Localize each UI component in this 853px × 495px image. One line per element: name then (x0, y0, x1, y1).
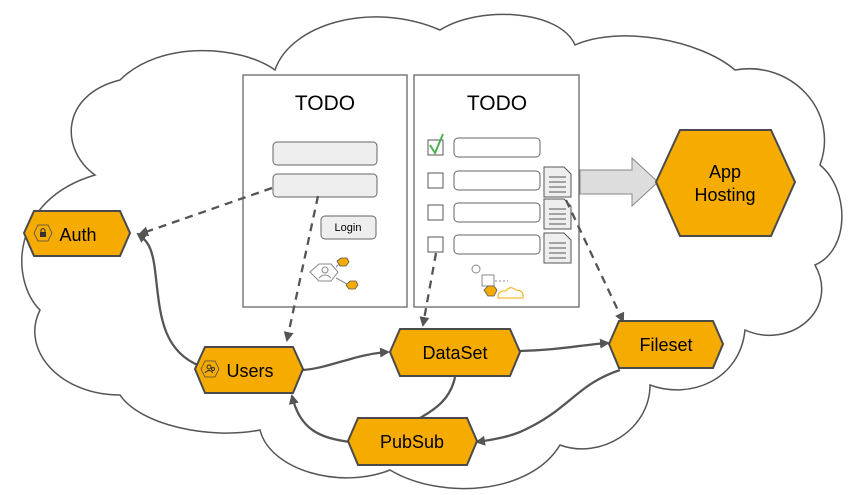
connectors (136, 186, 625, 446)
pubsub-label: PubSub (380, 432, 444, 452)
auth-label: Auth (59, 225, 96, 245)
connector-dataset-to-fileset (519, 338, 610, 353)
auth-node[interactable]: Auth (22, 210, 132, 257)
app-hosting-label-line1: App (709, 162, 741, 182)
data-cloud-small-icon (471, 264, 524, 299)
login-panel-title: TODO (295, 92, 355, 115)
connector-password-to-auth (138, 186, 273, 237)
dataset-label: DataSet (422, 343, 487, 363)
username-field[interactable] (272, 141, 378, 166)
list-item-2[interactable] (453, 170, 541, 191)
checkbox-4[interactable] (427, 236, 444, 253)
document-icon (543, 198, 572, 230)
login-panel: TODO Login (242, 74, 408, 308)
document-icon (543, 232, 572, 264)
app-hosting-label-line2: Hosting (694, 185, 755, 205)
document-icon (543, 166, 572, 198)
users-small-icon (309, 257, 359, 290)
users-icon (200, 360, 220, 378)
dataset-node[interactable]: DataSet (388, 328, 522, 377)
login-button[interactable] (320, 215, 377, 240)
app-hosting-node[interactable]: App Hosting (654, 129, 797, 237)
connector-login-to-users (283, 195, 320, 342)
connector-dataset-to-pubsub (419, 376, 457, 419)
list-item-3[interactable] (453, 202, 541, 223)
list-panel-title: TODO (467, 92, 527, 115)
fileset-node[interactable]: Fileset (607, 320, 725, 369)
check-icon (429, 133, 444, 156)
fileset-label: Fileset (639, 335, 692, 355)
connector-list-to-dataset (419, 252, 438, 327)
todo-list-panel: TODO (413, 74, 580, 308)
lock-icon (33, 224, 53, 242)
connector-pubsub-to-users (288, 394, 351, 444)
list-item-4[interactable] (453, 234, 541, 255)
pubsub-node[interactable]: PubSub (346, 417, 479, 466)
hosting-arrow (579, 156, 659, 208)
login-button-label: Login (335, 222, 362, 234)
connector-users-to-auth (136, 232, 201, 368)
connector-users-to-dataset (302, 347, 390, 372)
checkbox-3[interactable] (427, 204, 444, 221)
list-item-1[interactable] (453, 137, 541, 158)
password-field[interactable] (272, 173, 378, 198)
checkbox-2[interactable] (427, 172, 444, 189)
users-label: Users (226, 361, 273, 381)
users-node[interactable]: Users (193, 346, 305, 394)
connector-fileset-to-pubsub (475, 368, 621, 446)
